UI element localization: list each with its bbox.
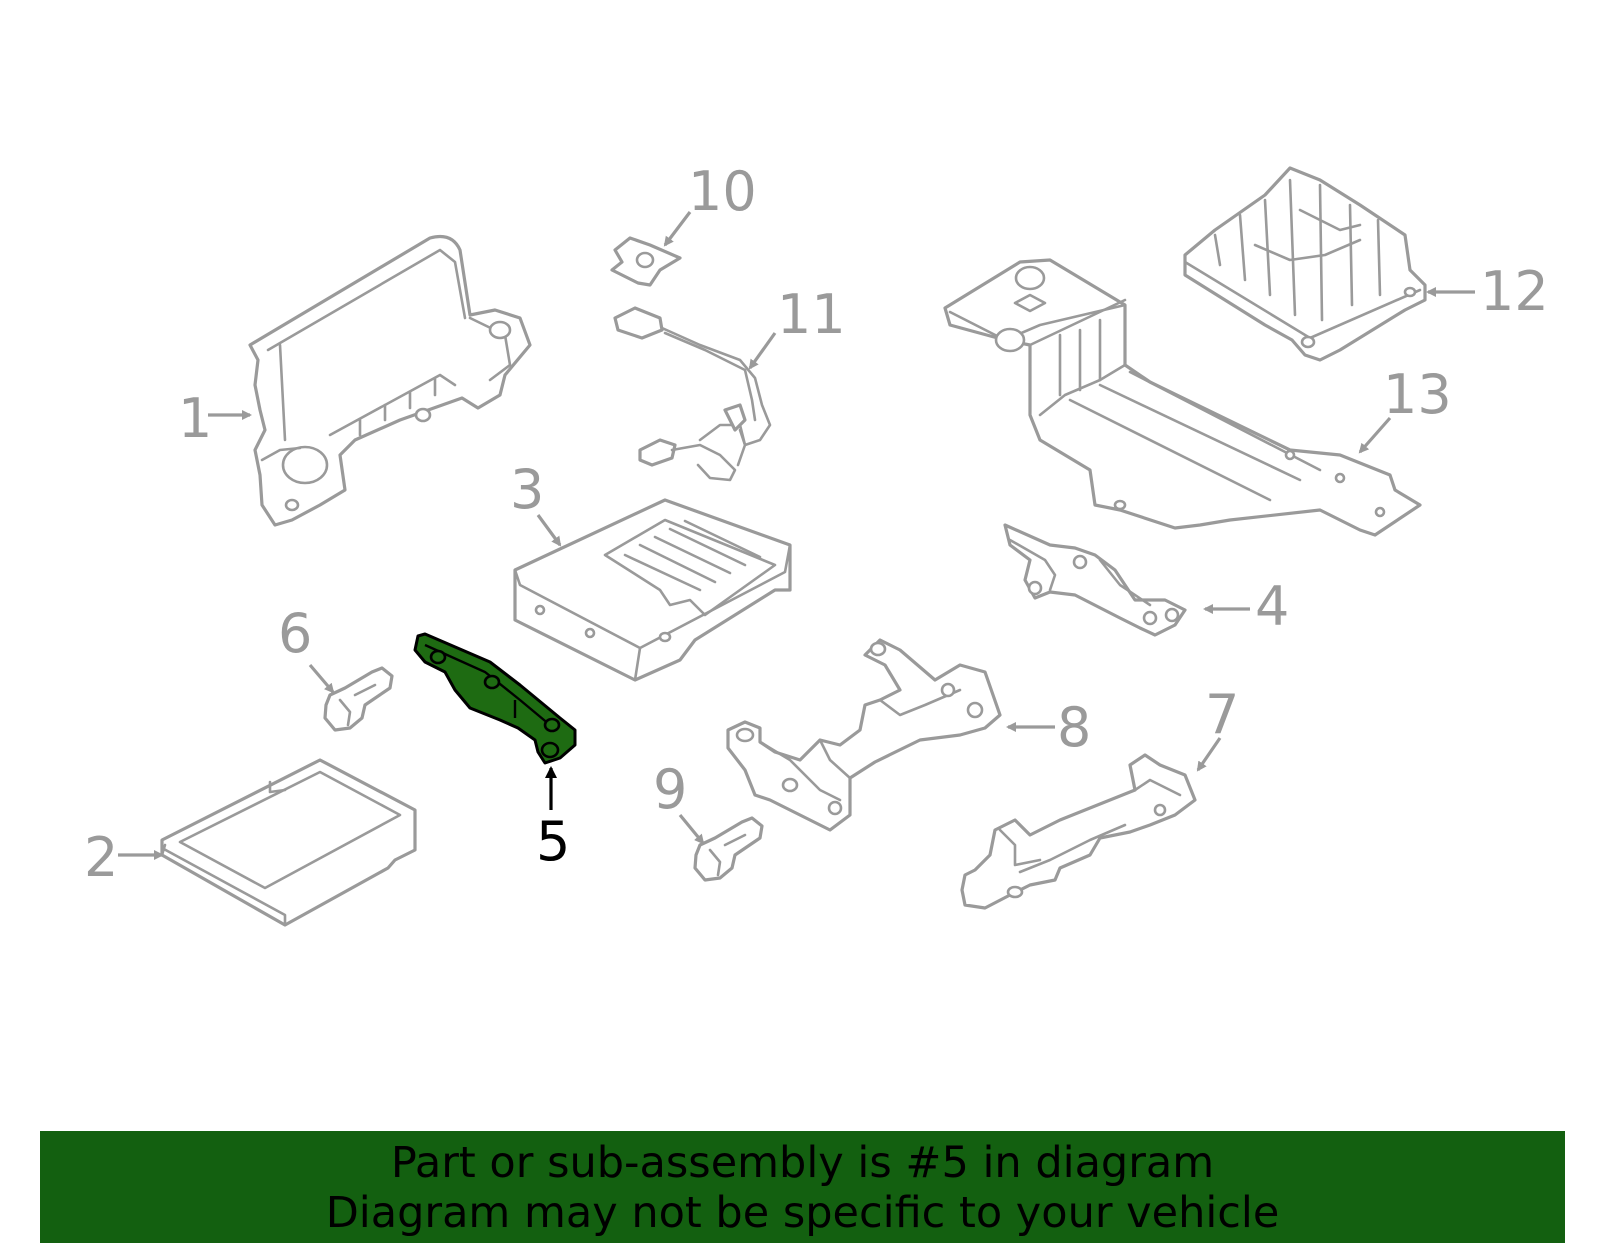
callout-5: 5 — [536, 810, 570, 873]
part-6-bolt[interactable] — [323, 666, 394, 732]
leader-13 — [1358, 416, 1392, 454]
callout-1: 1 — [178, 387, 212, 450]
callout-6: 6 — [278, 602, 312, 665]
leader-3 — [536, 514, 562, 547]
callout-labels: 1 2 3 4 5 6 7 8 9 10 11 12 13 — [84, 160, 1549, 889]
banner-line-2: Diagram may not be specific to your vehi… — [325, 1188, 1280, 1238]
part-3-control-module[interactable] — [513, 498, 792, 682]
info-banner: Part or sub-assembly is #5 in diagram Di… — [40, 1131, 1565, 1243]
leader-6 — [308, 663, 335, 694]
part-13-tray-bracket[interactable] — [943, 258, 1422, 537]
part-9-bolt[interactable] — [693, 816, 764, 882]
leader-10 — [663, 211, 692, 247]
callout-13: 13 — [1383, 363, 1452, 426]
callout-3: 3 — [510, 458, 544, 521]
leader-7 — [1196, 737, 1222, 772]
callout-11: 11 — [777, 283, 846, 346]
part-10-clip[interactable] — [610, 236, 682, 287]
callout-10: 10 — [688, 160, 757, 223]
part-7-rail-bracket[interactable] — [960, 753, 1197, 910]
part-8-mounting-bracket[interactable] — [726, 638, 1002, 832]
part-12-module-housing[interactable] — [1183, 166, 1427, 362]
leader-lines — [118, 211, 1475, 860]
leader-11 — [748, 332, 777, 370]
part-4-bracket[interactable] — [1003, 523, 1187, 637]
callout-12: 12 — [1480, 260, 1549, 323]
callout-8: 8 — [1057, 696, 1091, 759]
callout-7: 7 — [1205, 683, 1239, 746]
callout-4: 4 — [1255, 575, 1289, 638]
part-5-bracket-highlighted[interactable] — [413, 632, 577, 765]
part-2-cover-pad[interactable] — [160, 758, 417, 927]
callout-2: 2 — [84, 826, 118, 889]
callout-9: 9 — [653, 758, 687, 821]
part-1-display-unit[interactable] — [248, 234, 532, 527]
part-11-wire-harness[interactable] — [613, 306, 772, 482]
leader-9 — [678, 813, 705, 845]
banner-line-1: Part or sub-assembly is #5 in diagram — [390, 1138, 1215, 1188]
